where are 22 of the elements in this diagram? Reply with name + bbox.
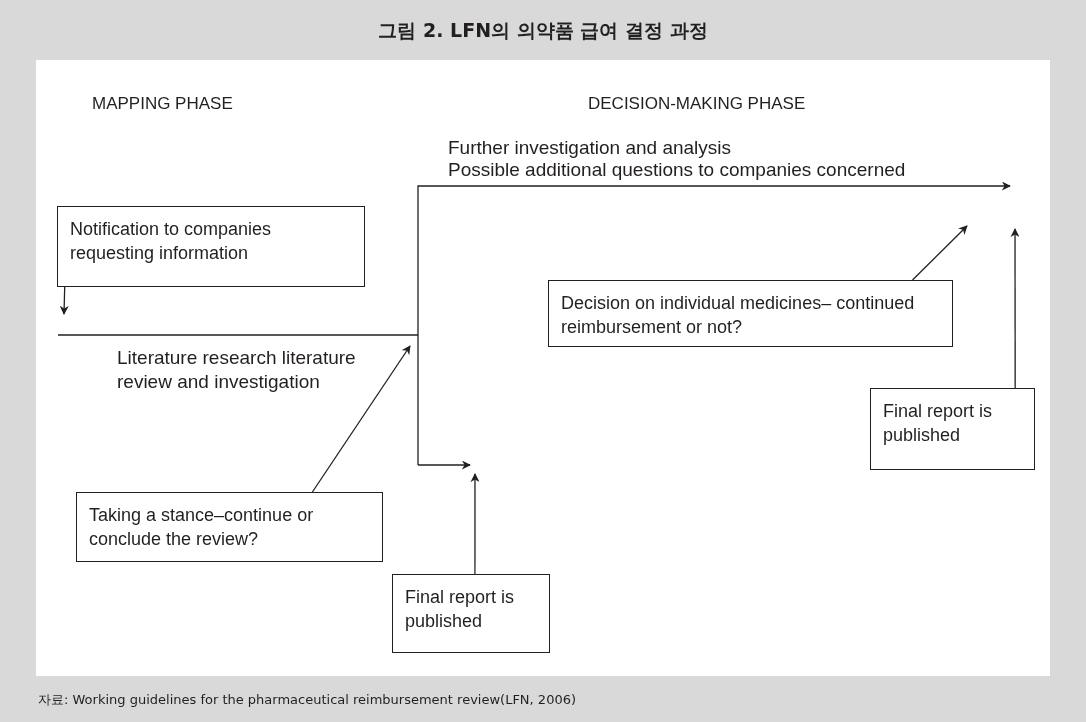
arrow — [911, 225, 968, 281]
process-box — [870, 388, 1035, 470]
node-text: Decision on individual medicines– continued reimbursement or not? — [561, 292, 916, 339]
arrow — [470, 473, 480, 575]
annotation-text: Possible additional questions to companies concerned — [448, 158, 907, 182]
node-text: Notification to companies requesting information — [70, 218, 273, 265]
arrow — [311, 345, 411, 493]
arrow — [1010, 228, 1020, 389]
node-text: Final report is published — [883, 400, 994, 447]
source-caption: 자료: Working guidelines for the pharmaceutical reimbursement review(LFN, 2006) — [38, 691, 576, 709]
arrow — [59, 286, 69, 315]
process-box — [548, 280, 953, 347]
node-text: Final report is published — [405, 586, 516, 633]
annotation-text: Literature research literature review and investigation — [117, 346, 357, 394]
phase-heading: MAPPING PHASE — [92, 93, 234, 115]
node-text: Taking a stance–continue or conclude the review? — [89, 504, 315, 551]
process-box — [392, 574, 550, 653]
figure-title: 그림 2. LFN의 의약품 급여 결정 과정 — [377, 18, 709, 43]
process-box — [76, 492, 383, 562]
process-box — [57, 206, 365, 287]
phase-heading: DECISION-MAKING PHASE — [588, 93, 807, 115]
annotation-text: Further investigation and analysis — [448, 136, 733, 160]
